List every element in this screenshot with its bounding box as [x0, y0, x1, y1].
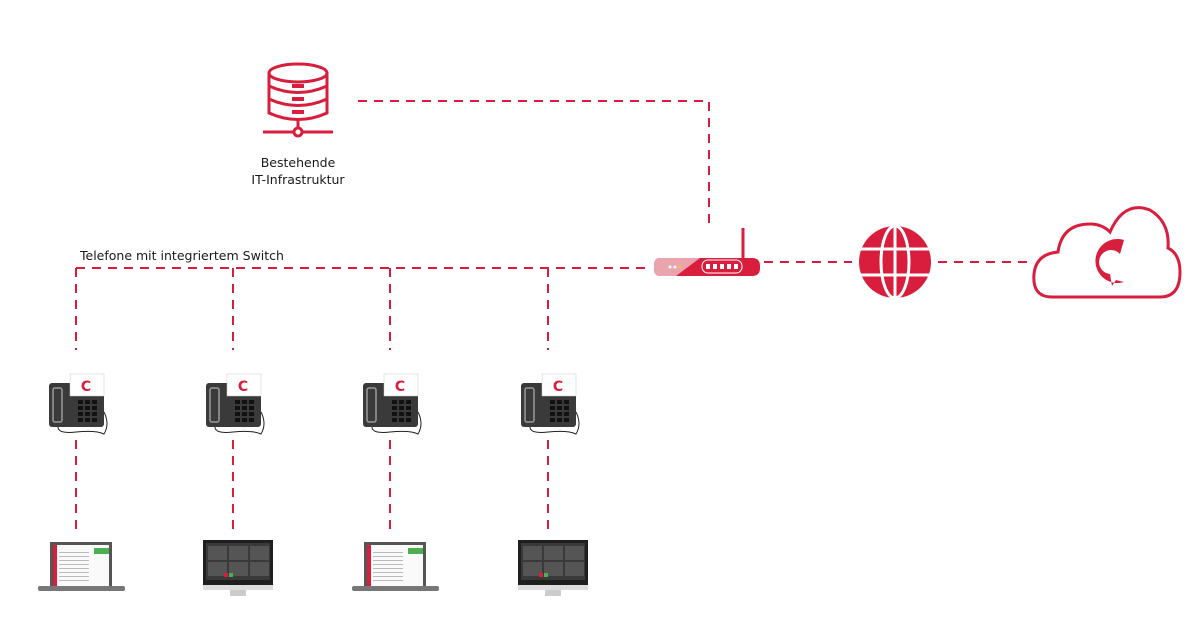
- phone-logo: C: [553, 379, 563, 395]
- server-label-line2: IT-Infrastruktur: [251, 172, 345, 187]
- switch-label: Telefone mit integriertem Switch: [80, 248, 284, 263]
- router-icon: [654, 228, 760, 276]
- cloud-logo-icon: [1095, 239, 1124, 286]
- server-label-line1: Bestehende: [260, 155, 336, 170]
- laptop-icon: [352, 542, 439, 591]
- server-label: Bestehende IT-Infrastruktur: [236, 154, 360, 188]
- desk-phone-icon: C: [206, 373, 265, 435]
- desk-phone-icon: C: [363, 373, 422, 435]
- laptop-icon: [38, 542, 125, 591]
- cloud-icon: [1032, 206, 1182, 299]
- desk-phone-icon: C: [521, 373, 580, 435]
- phone-logo: C: [238, 379, 248, 395]
- database-server-icon: [263, 62, 333, 138]
- monitor-icon: [203, 540, 273, 596]
- monitor-icon: [518, 540, 588, 596]
- phone-logo: C: [395, 379, 405, 395]
- desk-phone-icon: C: [49, 373, 108, 435]
- globe-icon: [859, 224, 931, 300]
- phone-logo: C: [81, 379, 91, 395]
- link-server-router: [358, 100, 710, 230]
